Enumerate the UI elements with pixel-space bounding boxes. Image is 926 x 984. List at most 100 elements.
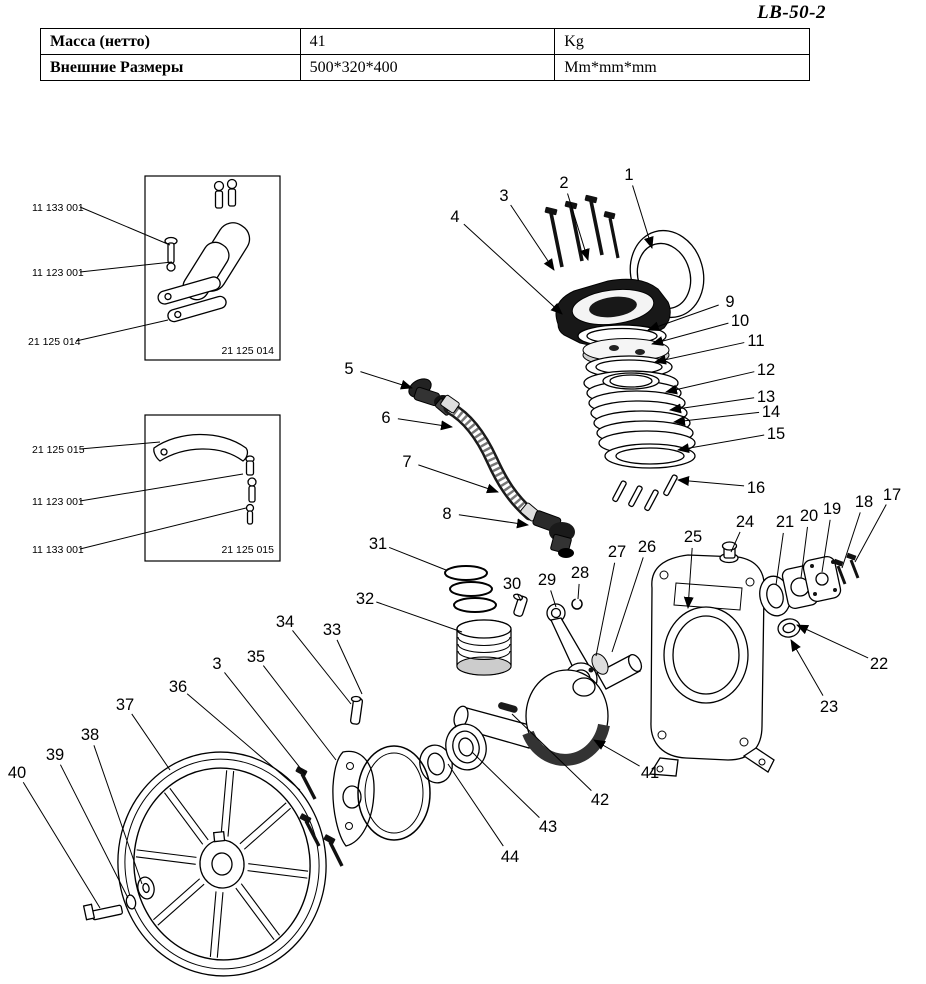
callout-leader bbox=[677, 434, 765, 454]
part-label-leader bbox=[79, 261, 173, 273]
part-number-label: 11 133 001 bbox=[32, 202, 84, 214]
inset-box-label: 21 125 015 bbox=[221, 544, 274, 556]
callout-27: 27 bbox=[608, 543, 626, 561]
part-number-label: 11 133 001 bbox=[32, 544, 84, 556]
callout-33: 33 bbox=[323, 621, 341, 639]
callout-43: 43 bbox=[539, 818, 557, 836]
callout-15: 15 bbox=[767, 425, 785, 443]
callout-leader bbox=[775, 532, 784, 586]
crankshaft-bolt-washers bbox=[82, 876, 155, 921]
cover-gasket bbox=[357, 745, 431, 841]
callout-leader bbox=[397, 418, 453, 431]
callout-19: 19 bbox=[823, 500, 841, 518]
piston-pin bbox=[513, 593, 528, 617]
valve-parts-upper bbox=[157, 178, 251, 323]
callout-5: 5 bbox=[344, 360, 353, 378]
callout-40: 40 bbox=[8, 764, 26, 782]
callout-34: 34 bbox=[276, 613, 294, 631]
callout-leader bbox=[336, 639, 363, 695]
small-bearing bbox=[419, 744, 453, 784]
callout-leader bbox=[854, 504, 887, 563]
callout-leader bbox=[418, 464, 499, 494]
callout-20: 20 bbox=[800, 507, 818, 525]
callout-leader bbox=[665, 371, 755, 395]
part-label-leader bbox=[75, 319, 169, 342]
callout-21: 21 bbox=[776, 513, 794, 531]
callout-41: 41 bbox=[641, 764, 659, 782]
discharge-hose bbox=[440, 394, 540, 522]
callout-leader bbox=[463, 223, 563, 315]
callout-leader bbox=[841, 512, 861, 569]
callout-26: 26 bbox=[638, 538, 656, 556]
callout-35: 35 bbox=[247, 648, 265, 666]
callout-11: 11 bbox=[747, 332, 764, 350]
callout-31: 31 bbox=[369, 535, 387, 553]
callout-leader bbox=[611, 557, 644, 653]
cover-bolts bbox=[833, 552, 860, 585]
callout-leader bbox=[292, 630, 352, 705]
inset-box bbox=[144, 414, 281, 562]
main-bearing bbox=[445, 723, 487, 771]
callout-4: 4 bbox=[450, 208, 459, 226]
spec-label-dimensions: Внешние Размеры bbox=[40, 54, 301, 81]
callout-38: 38 bbox=[81, 726, 99, 744]
callout-12: 12 bbox=[757, 361, 775, 379]
callout-leader bbox=[673, 411, 760, 426]
part-number-label: 21 125 015 bbox=[32, 444, 85, 456]
flywheel-spokes bbox=[135, 770, 309, 958]
callout-8: 8 bbox=[442, 505, 451, 523]
rear-bearing bbox=[759, 575, 791, 617]
callout-leader bbox=[186, 693, 301, 791]
callout-leader bbox=[131, 713, 171, 771]
table-row: Масса (нетто) 41 Kg bbox=[40, 28, 810, 55]
spec-unit-mass: Kg bbox=[554, 28, 810, 55]
callout-leader bbox=[654, 342, 745, 365]
crankshaft-assembly bbox=[453, 653, 643, 766]
callout-23: 23 bbox=[820, 698, 838, 716]
callout-leader bbox=[376, 601, 463, 633]
callout-leader bbox=[800, 526, 808, 579]
callout-36: 36 bbox=[169, 678, 187, 696]
crankcase bbox=[648, 541, 775, 777]
callout-13: 13 bbox=[757, 388, 775, 406]
callout-28: 28 bbox=[571, 564, 589, 582]
callout-37: 37 bbox=[116, 696, 134, 714]
flywheel-bolts bbox=[295, 766, 344, 867]
callout-2: 2 bbox=[559, 174, 568, 192]
spec-unit-dimensions: Mm*mm*mm bbox=[554, 54, 810, 81]
callout-7: 7 bbox=[402, 453, 411, 471]
callout-leader bbox=[262, 665, 337, 761]
callout-44: 44 bbox=[501, 848, 519, 866]
part-label-leader bbox=[79, 507, 247, 550]
callout-leader bbox=[647, 304, 719, 332]
callout-leader bbox=[360, 371, 413, 390]
callout-32: 32 bbox=[356, 590, 374, 608]
page-title: LB-50-2 bbox=[757, 2, 826, 23]
bearing-cover bbox=[802, 555, 842, 603]
dowel-pin bbox=[349, 695, 364, 725]
part-number-label: 11 123 001 bbox=[32, 267, 84, 279]
part-number-label: 11 123 001 bbox=[32, 496, 84, 508]
callout-14: 14 bbox=[762, 403, 780, 421]
spec-label-mass: Масса (нетто) bbox=[40, 28, 301, 55]
table-row: Внешние Размеры 500*320*400 Mm*mm*mm bbox=[40, 54, 810, 81]
callout-leader bbox=[516, 593, 522, 602]
spec-value-dimensions: 500*320*400 bbox=[299, 54, 556, 81]
callout-leader bbox=[683, 547, 694, 609]
callout-3: 3 bbox=[212, 655, 221, 673]
callout-leader bbox=[511, 713, 592, 792]
callout-39: 39 bbox=[46, 746, 64, 764]
woodruff-key bbox=[498, 702, 518, 713]
cylinder-pins bbox=[612, 474, 678, 512]
callout-1: 1 bbox=[624, 166, 633, 184]
inset-box-label: 21 125 014 bbox=[221, 345, 274, 357]
hose-fitting bbox=[532, 510, 575, 558]
callout-leader bbox=[567, 193, 590, 261]
flywheel bbox=[117, 751, 327, 977]
callout-leader bbox=[677, 476, 745, 487]
callout-16: 16 bbox=[747, 479, 765, 497]
callout-22: 22 bbox=[870, 655, 888, 673]
oil-seal bbox=[777, 618, 801, 638]
callout-30: 30 bbox=[503, 575, 521, 593]
